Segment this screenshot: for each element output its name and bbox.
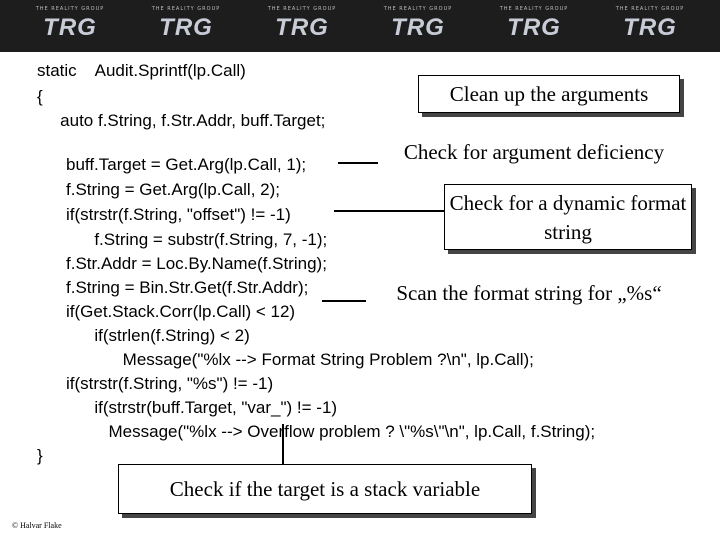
logo-text: TRG xyxy=(275,14,329,41)
logo-tagline: THE REALITY GROUP xyxy=(615,6,685,12)
code-line-5: f.String = Get.Arg(lp.Call, 2); xyxy=(66,180,280,199)
code-line-6: if(strstr(f.String, "offset") != -1) xyxy=(66,205,291,224)
code-line-16: } xyxy=(37,446,43,465)
connector-scan-format xyxy=(322,300,366,302)
annotation-scan-format: Scan the format string for „%s“ xyxy=(366,278,692,308)
logo-tagline: THE REALITY GROUP xyxy=(267,6,337,12)
trg-logo: THE REALITY GROUP TRG xyxy=(374,6,462,44)
logo-text: TRG xyxy=(43,14,97,41)
logo-tagline: THE REALITY GROUP xyxy=(35,6,105,12)
trg-logo: THE REALITY GROUP TRG xyxy=(258,6,346,44)
annotation-arg-deficiency: Check for argument deficiency xyxy=(378,136,690,168)
code-line-8: f.Str.Addr = Loc.By.Name(f.String); xyxy=(66,254,327,273)
code-line-11: if(strlen(f.String) < 2) xyxy=(66,326,250,345)
code-line-10: if(Get.Stack.Corr(lp.Call) < 12) xyxy=(66,302,296,321)
connector-stack-variable xyxy=(282,424,284,464)
logo-tagline: THE REALITY GROUP xyxy=(151,6,221,12)
logo-tagline: THE REALITY GROUP xyxy=(499,6,569,12)
logo-text: TRG xyxy=(507,14,561,41)
connector-arg-deficiency-h xyxy=(338,162,382,164)
code-line-12: Message("%lx --> Format String Problem ?… xyxy=(66,350,534,369)
code-line-3: auto f.String, f.Str.Addr, buff.Target; xyxy=(46,111,326,130)
annotation-clean-up: Clean up the arguments xyxy=(418,75,680,113)
code-line-13: if(strstr(f.String, "%s") != -1) xyxy=(66,374,274,393)
code-line-2: { xyxy=(37,87,43,106)
logo-text: TRG xyxy=(391,14,445,41)
logo-tagline: THE REALITY GROUP xyxy=(383,6,453,12)
trg-logo: THE REALITY GROUP TRG xyxy=(142,6,230,44)
logo-text: TRG xyxy=(623,14,677,41)
code-line-15: Message("%lx --> Overflow problem ? \"%s… xyxy=(66,422,596,441)
annotation-stack-variable: Check if the target is a stack variable xyxy=(118,464,532,514)
code-line-1: static Audit.Sprintf(lp.Call) xyxy=(37,61,246,80)
trg-logo: THE REALITY GROUP TRG xyxy=(606,6,694,44)
code-line-4: buff.Target = Get.Arg(lp.Call, 1); xyxy=(66,155,307,174)
copyright-notice: © Halvar Flake xyxy=(12,521,62,530)
annotation-dynamic-format: Check for a dynamic format string xyxy=(444,184,692,250)
trg-logo: THE REALITY GROUP TRG xyxy=(26,6,114,44)
connector-dynamic-format xyxy=(334,210,444,212)
code-line-7: f.String = substr(f.String, 7, -1); xyxy=(66,230,328,249)
trg-logo: THE REALITY GROUP TRG xyxy=(490,6,578,44)
logo-text: TRG xyxy=(159,14,213,41)
code-line-9: f.String = Bin.Str.Get(f.Str.Addr); xyxy=(66,278,309,297)
code-line-14: if(strstr(buff.Target, "var_") != -1) xyxy=(66,398,338,417)
header-banner: THE REALITY GROUP TRG THE REALITY GROUP … xyxy=(0,0,720,52)
